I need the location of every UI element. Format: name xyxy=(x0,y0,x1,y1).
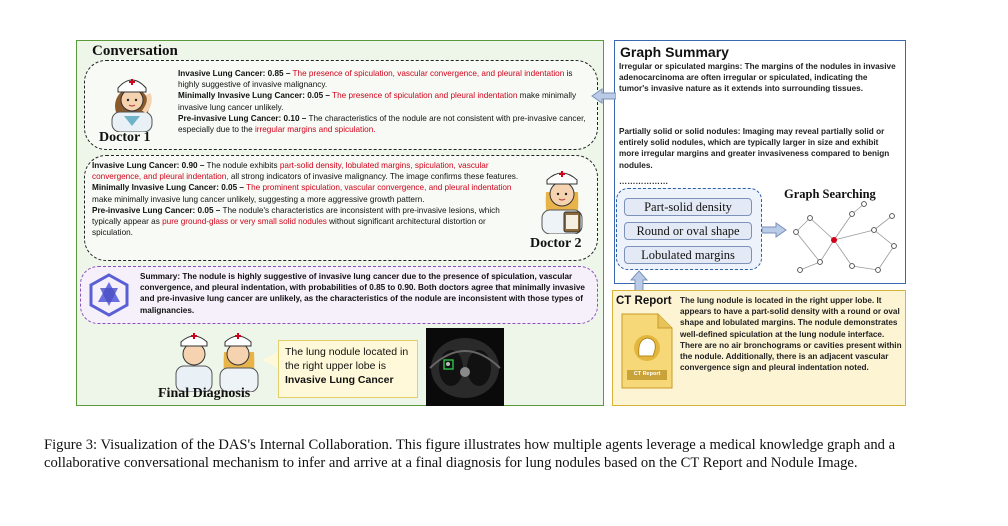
d1-preinvasive-text: The characteristics of the nodule are no… xyxy=(178,113,586,135)
ct-report-text: The lung nodule is located in the right … xyxy=(680,296,902,373)
doctor1-box xyxy=(84,60,598,150)
d2-preinvasive-tail: without significant architectural distor… xyxy=(92,217,486,238)
d2-invasive-red: part-solid density, lobulated margins, s… xyxy=(92,161,489,182)
conversation-title: Conversation xyxy=(92,43,178,59)
doctors-group-icon xyxy=(175,333,259,392)
d1-preinvasive-head: Pre-invasive Lung Cancer: 0.10 – xyxy=(178,113,307,123)
feature-round-oval: Round or oval shape xyxy=(624,222,752,240)
feature-part-solid: Part-solid density xyxy=(624,198,752,216)
doctor2-icon xyxy=(541,171,583,234)
figure-caption: Figure 3: Visualization of the DAS's Int… xyxy=(44,437,896,471)
doctor2-text: Invasive Lung Cancer: 0.90 – The nodule … xyxy=(92,160,528,238)
graph-item-solid: Partially solid or solid nodules: Imagin… xyxy=(619,127,890,170)
arrow-up-icon xyxy=(630,270,648,292)
doctor1-text: Invasive Lung Cancer: 0.85 – The presenc… xyxy=(178,68,590,135)
diagnosis-text: The lung nodule located in the right upp… xyxy=(285,346,409,372)
d2-preinvasive-red: pure ground-glass or very small solid no… xyxy=(162,217,327,227)
final-diagnosis-label: Final Diagnosis xyxy=(158,386,251,401)
d1-minimal-head: Minimally Invasive Lung Cancer: 0.05 – xyxy=(178,91,330,101)
d2-preinvasive-text: The nodule's characteristics are inconsi… xyxy=(92,205,500,227)
graph-summary-title: Graph Summary xyxy=(620,44,729,60)
d1-invasive-red: The presence of spiculation, vascular co… xyxy=(292,69,565,78)
diagnosis-bubble: The lung nodule located in the right upp… xyxy=(278,340,418,398)
d2-preinvasive-head: Pre-invasive Lung Cancer: 0.05 – xyxy=(92,205,221,215)
ct-report-title: CT Report xyxy=(616,295,672,307)
system-logo-icon xyxy=(89,273,129,317)
summary-head: Summary: xyxy=(140,272,181,281)
doctor2-box xyxy=(84,155,598,261)
d1-preinvasive-red: irregular margins and spiculation. xyxy=(254,125,376,135)
d1-invasive-tail: is highly suggestive of invasive maligna… xyxy=(178,69,573,90)
doctor2-label: Doctor 2 xyxy=(530,236,582,251)
d1-invasive-head: Invasive Lung Cancer: 0.85 – xyxy=(178,69,291,78)
d2-invasive-tail: all strong indicators of invasive malign… xyxy=(230,172,519,182)
diagnosis-result: Invasive Lung Cancer xyxy=(285,374,394,386)
d2-invasive-head: Invasive Lung Cancer: 0.90 – xyxy=(92,161,205,170)
arrow-right-icon xyxy=(762,222,787,238)
ct-report-document-icon xyxy=(621,313,673,389)
ct-nodule-image xyxy=(426,328,504,406)
summary-box xyxy=(80,266,598,324)
graph-searching-label: Graph Searching xyxy=(784,187,876,201)
feature-lobulated: Lobulated margins xyxy=(624,246,752,264)
doctor1-icon xyxy=(111,79,153,132)
summary-text: Summary: The nodule is highly suggestive… xyxy=(140,271,592,316)
ct-report-icon-caption: CT Report xyxy=(633,371,661,377)
d2-invasive-text: The nodule exhibits xyxy=(206,161,278,170)
graph-item-margins: Irregular or spiculated margins: The mar… xyxy=(619,62,896,94)
doctor1-label: Doctor 1 xyxy=(99,130,151,145)
d1-minimal-red: The presence of spiculation and pleural … xyxy=(332,91,518,101)
d2-minimal-head: Minimally Invasive Lung Cancer: 0.05 – xyxy=(92,183,244,193)
arrow-left-icon xyxy=(591,88,616,104)
d2-minimal-red: The prominent spiculation, vascular conv… xyxy=(246,183,512,193)
d2-minimal-tail: make minimally invasive lung cancer unli… xyxy=(92,194,425,204)
summary-body: The nodule is highly suggestive of invas… xyxy=(140,272,585,315)
knowledge-graph-icon xyxy=(793,201,897,273)
d1-minimal-tail: make minimally invasive lung cancer unli… xyxy=(178,91,577,112)
bubble-tail xyxy=(262,352,278,368)
graph-ellipsis: ……………… xyxy=(619,177,669,186)
